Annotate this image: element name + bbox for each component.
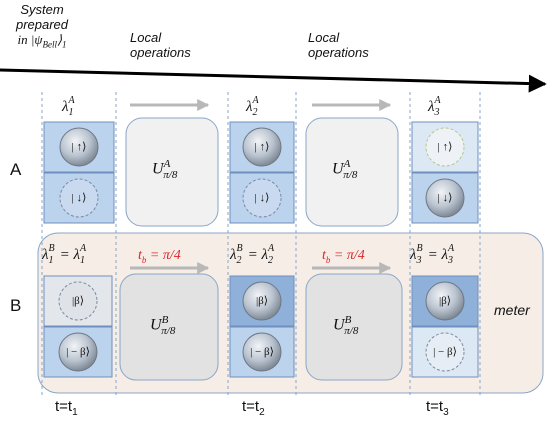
a-t3-up-ball: [425, 127, 465, 167]
b-t2-minusbeta-ball: [242, 332, 282, 372]
time-label-3: t=t3: [426, 398, 449, 418]
system-line-2: prepared: [15, 17, 69, 32]
a-t2-up-ball: [242, 127, 282, 167]
b-t3-minusbeta-ball: [425, 332, 465, 372]
state-b-t2-beta: |β⟩: [255, 295, 269, 307]
state-b-t3-minusbeta: | − β⟩: [433, 346, 457, 358]
b-t1-beta-ball: [58, 281, 98, 321]
state-a-t3-up: | ↑⟩: [437, 141, 453, 153]
a-t3-down-ball: [425, 178, 465, 218]
b-operator-1-box: [119, 273, 219, 381]
local-ops-1-line-1: Local: [130, 30, 162, 45]
lambda-a-3: λ3A: [428, 95, 441, 118]
tb-label-2: tb = π/4: [322, 248, 365, 265]
tb-label-1: tb = π/4: [138, 248, 181, 265]
operator-a-2: UAπ/8: [332, 158, 358, 181]
a-t1-down-ball: [59, 178, 99, 218]
meter-label: meter: [494, 302, 530, 318]
operator-b-2: UBπ/8: [333, 314, 359, 337]
local-ops-2-line-1: Local: [308, 30, 340, 45]
state-a-t2-up: | ↑⟩: [254, 141, 270, 153]
local-ops-2-line-2: operations: [308, 45, 369, 60]
state-a-t3-down: | ↓⟩: [437, 192, 453, 204]
row-label-a: A: [10, 160, 22, 179]
time-label-2: t=t2: [242, 398, 265, 418]
system-prepared-label: System prepared in |ψBell⟩1: [2, 2, 82, 53]
state-b-t2-minusbeta: | − β⟩: [250, 346, 274, 358]
b-operator-2-box: [305, 273, 403, 381]
state-a-t1-down: | ↓⟩: [71, 192, 87, 204]
system-line-3: in |ψBell⟩1: [17, 32, 67, 50]
state-a-t1-up: | ↑⟩: [71, 141, 87, 153]
a-operator-1-box: [125, 117, 219, 227]
lambda-b-2: λ2B= λ2A: [230, 243, 275, 266]
b-t2-beta-ball: [242, 281, 282, 321]
lambda-b-1: λ1B= λ1A: [42, 243, 87, 266]
a-t2-down-ball: [242, 178, 282, 218]
local-ops-1-line-2: operations: [130, 45, 191, 60]
lambda-b-3: λ3B= λ3A: [410, 243, 455, 266]
state-a-t2-down: | ↓⟩: [254, 192, 270, 204]
operator-a-1: UAπ/8: [152, 158, 178, 181]
system-line-1: System: [20, 2, 64, 17]
row-label-b: B: [10, 296, 22, 315]
b-t1-minusbeta-ball: [58, 332, 98, 372]
a-t1-up-ball: [59, 127, 99, 167]
a-operator-2-box: [305, 117, 399, 227]
operator-b-1: UBπ/8: [150, 314, 176, 337]
time-arrow: [0, 68, 547, 93]
time-label-1: t=t1: [55, 398, 78, 418]
state-b-t1-beta: |β⟩: [71, 295, 85, 307]
local-operations-2: Local operations: [308, 30, 369, 60]
b-t3-beta-ball: [425, 281, 465, 321]
lambda-a-1: λ1A: [62, 95, 75, 118]
state-b-t3-beta: |β⟩: [438, 295, 452, 307]
local-operations-1: Local operations: [130, 30, 191, 60]
lambda-a-2: λ2A: [246, 95, 259, 118]
state-b-t1-minusbeta: | − β⟩: [66, 346, 90, 358]
